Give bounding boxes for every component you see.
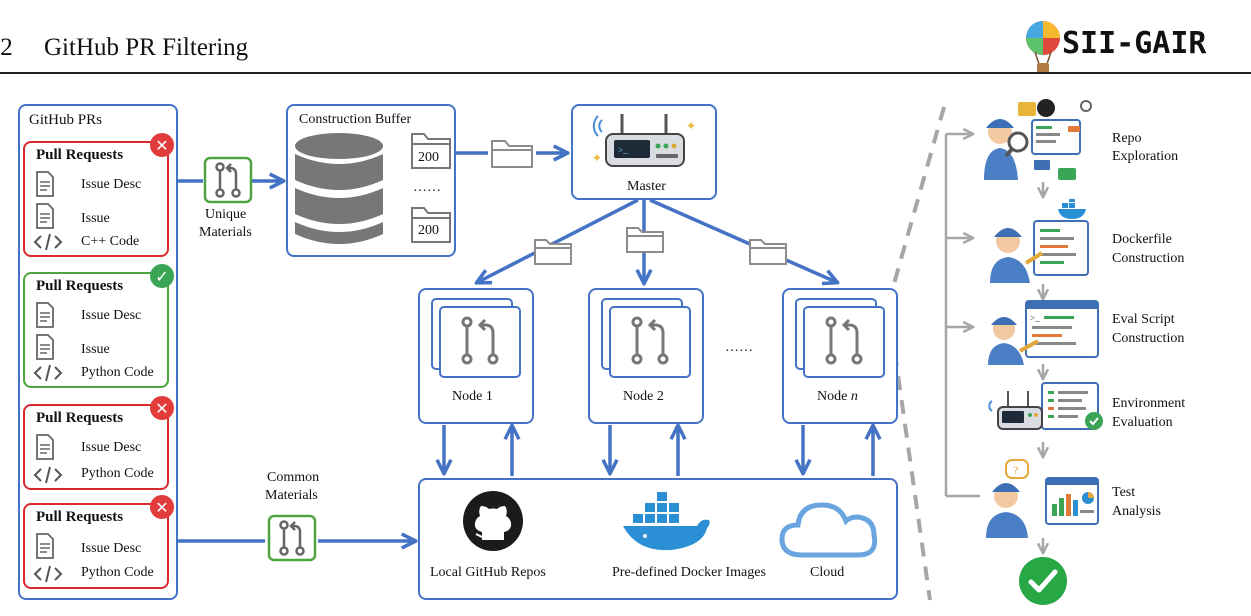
unique-materials-label: Unique <box>205 207 247 222</box>
logo-text: SII-GAIR <box>1062 26 1207 61</box>
step-label: Eval Script <box>1112 312 1175 327</box>
node-label: Node 1 <box>452 389 493 404</box>
nodes-ellipsis: …… <box>725 340 753 355</box>
card-item: Python Code <box>81 565 154 580</box>
header-rule <box>0 72 1251 74</box>
eval-script-construction-icon: >_ <box>988 300 1099 365</box>
rejected-badge: ✕ <box>150 133 174 157</box>
card-title: Pull Requests <box>36 278 124 294</box>
folder-icon <box>411 207 451 243</box>
card-item: C++ Code <box>81 234 140 249</box>
code-icon <box>33 466 63 484</box>
rejected-badge: ✕ <box>150 495 174 519</box>
step-label: Evaluation <box>1112 415 1173 430</box>
node-label: Node n <box>817 389 858 405</box>
pull-request-card: Pull Requests Issue Desc Python Code <box>23 404 169 490</box>
buffer-title: Construction Buffer <box>299 112 412 127</box>
card-title: Pull Requests <box>36 509 124 525</box>
node-n-var: n <box>850 389 858 404</box>
pull-request-card: Pull Requests Issue Desc Issue Python Co… <box>23 272 169 388</box>
success-check-icon <box>1019 557 1067 605</box>
resource-label: Cloud <box>810 565 845 580</box>
step-label: Test <box>1112 485 1136 500</box>
pull-request-card: Pull Requests Issue Desc Issue C++ Code <box>23 141 169 257</box>
accepted-badge: ✓ <box>150 264 174 288</box>
resource-label: Local GitHub Repos <box>430 565 546 580</box>
node-stack-icon <box>431 298 521 378</box>
panel-title: GitHub PRs <box>29 112 102 128</box>
document-icon <box>36 334 54 360</box>
step-label: Construction <box>1112 251 1185 266</box>
card-item: Issue Desc <box>81 308 142 323</box>
step-label: Environment <box>1112 396 1186 411</box>
node-stack-icon <box>601 298 691 378</box>
document-icon <box>36 203 54 229</box>
section-number: .2 <box>0 34 13 61</box>
svg-text:>_: >_ <box>1030 313 1040 323</box>
card-title: Pull Requests <box>36 410 124 426</box>
svg-text:?: ? <box>1013 463 1018 477</box>
buffer-slot-count: 200 <box>418 150 439 165</box>
svg-text:✦: ✦ <box>592 151 602 165</box>
rejected-badge: ✕ <box>150 396 174 420</box>
cloud-icon <box>779 502 878 558</box>
common-materials-label: Materials <box>265 488 318 503</box>
balloon-logo-icon <box>1026 21 1060 73</box>
card-title: Pull Requests <box>36 147 124 163</box>
node-n-prefix: Node <box>817 389 851 404</box>
document-icon <box>36 302 54 328</box>
node-label: Node 2 <box>623 389 664 404</box>
card-item: Issue Desc <box>81 440 142 455</box>
router-icon: >_ ✦ ✦ <box>592 114 696 167</box>
master-label: Master <box>627 179 666 194</box>
document-icon <box>36 171 54 197</box>
folder-icon <box>534 239 572 265</box>
svg-text:>_: >_ <box>618 145 628 155</box>
folder-icon <box>491 140 533 168</box>
step-label: Exploration <box>1112 149 1179 164</box>
docker-icon <box>623 492 710 551</box>
document-icon <box>36 533 54 559</box>
folder-icon <box>626 227 664 253</box>
code-icon <box>33 565 63 583</box>
environment-evaluation-icon <box>988 382 1103 430</box>
step-label: Analysis <box>1112 504 1161 519</box>
card-item: Python Code <box>81 466 154 481</box>
code-icon <box>33 233 63 251</box>
common-materials-label: Common <box>267 470 320 485</box>
test-analysis-icon: ? <box>986 459 1099 538</box>
repo-exploration-icon <box>984 99 1092 180</box>
pull-request-card: Pull Requests Issue Desc Python Code <box>23 503 169 589</box>
github-icon <box>463 491 523 551</box>
folder-icon <box>411 133 451 169</box>
dockerfile-construction-icon <box>990 199 1089 283</box>
folder-icon <box>749 239 787 265</box>
unique-materials-icon <box>203 156 253 204</box>
section-title: GitHub PR Filtering <box>44 34 249 61</box>
document-icon <box>36 434 54 460</box>
common-materials-icon <box>267 514 317 562</box>
node-stack-icon <box>795 298 885 378</box>
card-item: Issue <box>81 211 110 226</box>
unique-materials-label: Materials <box>199 225 252 240</box>
step-label: Construction <box>1112 331 1185 346</box>
buffer-slot-gap: …… <box>413 180 441 195</box>
card-item: Issue <box>81 342 110 357</box>
svg-text:✦: ✦ <box>686 119 696 133</box>
card-item: Issue Desc <box>81 177 142 192</box>
buffer-slot-count: 200 <box>418 223 439 238</box>
database-icon <box>295 133 383 244</box>
step-label: Repo <box>1112 131 1142 146</box>
resource-label: Pre-defined Docker Images <box>612 565 766 580</box>
step-label: Dockerfile <box>1112 232 1172 247</box>
card-item: Issue Desc <box>81 541 142 556</box>
card-item: Python Code <box>81 365 154 380</box>
code-icon <box>33 364 63 382</box>
